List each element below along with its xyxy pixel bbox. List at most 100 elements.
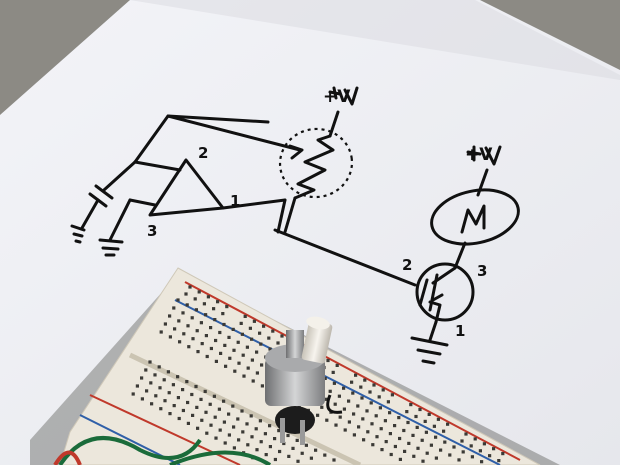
breadboard-hole <box>461 450 465 454</box>
breadboard-hole <box>232 425 236 429</box>
breadboard-hole <box>354 373 358 377</box>
fet-drain <box>431 266 457 285</box>
breadboard-hole <box>245 422 249 426</box>
breadboard-hole <box>414 414 418 419</box>
breadboard-hole <box>216 300 220 304</box>
pot-top-lead <box>328 110 340 138</box>
breadboard-hole <box>245 345 249 349</box>
breadboard-hole <box>480 460 484 464</box>
breadboard-hole <box>342 407 346 411</box>
green-wire <box>58 436 202 465</box>
breadboard-hole <box>228 356 232 360</box>
breadboard-hole <box>208 402 212 406</box>
breadboard-hole <box>223 441 227 445</box>
breadboard-hole <box>488 454 492 458</box>
breadboard-hole <box>457 458 461 462</box>
breadboard-hole <box>209 346 213 351</box>
breadboard-hole <box>254 427 258 431</box>
motor-circle <box>430 188 520 246</box>
breadboard-hole <box>209 326 213 330</box>
breadboard-hole <box>398 457 402 461</box>
breadboard-hole <box>363 378 367 382</box>
breadboard-hole <box>187 345 191 349</box>
breadboard-hole <box>263 432 267 436</box>
breadboard-hole <box>227 412 231 416</box>
breadboard-hole <box>171 383 175 387</box>
breadboard-hole <box>398 436 402 441</box>
breadboard-hole <box>412 454 416 458</box>
breadboard-hole <box>436 417 440 421</box>
breadboard-hole <box>219 351 223 355</box>
breadboard-hole <box>280 334 284 338</box>
breadboard-hole <box>181 408 185 413</box>
wire-motor-fet <box>453 241 467 270</box>
breadboard-hole <box>204 334 208 338</box>
breadboard-hole <box>328 389 332 393</box>
breadboard-hole <box>218 330 222 335</box>
breadboard-hole <box>255 371 259 375</box>
breadboard-hole <box>236 340 240 344</box>
breadboard-hole <box>206 295 210 299</box>
breadboard-hole <box>324 397 328 401</box>
ground-mid-1 <box>98 238 124 244</box>
breadboard-hole <box>282 441 286 446</box>
rail-blue-top <box>174 299 501 465</box>
wire-to-cap <box>102 160 137 192</box>
breadboard-hole <box>214 436 218 440</box>
breadboard-hole <box>251 379 255 383</box>
breadboard-hole <box>268 445 272 449</box>
breadboard-hole <box>214 338 218 343</box>
breadboard-hole <box>323 376 327 380</box>
breadboard-hole <box>271 329 275 333</box>
breadboard-hole <box>212 307 216 311</box>
breadboard-hole <box>255 448 259 452</box>
red-wire <box>53 450 82 465</box>
label-fet-pin3: 3 <box>477 262 487 280</box>
breadboard-hole <box>338 415 342 419</box>
breadboard-hole <box>181 311 185 315</box>
breadboard-hole <box>249 414 253 418</box>
ground-right-3 <box>421 359 436 365</box>
breadboard-hole <box>237 361 241 365</box>
breadboard-hole <box>443 440 447 444</box>
breadboard-hole <box>221 312 225 316</box>
breadboard-hole <box>177 416 181 421</box>
wire-input-plus <box>128 198 157 207</box>
breadboard-hole <box>241 430 245 434</box>
breadboard-hole <box>197 290 201 294</box>
breadboard-hole <box>178 340 182 344</box>
breadboard-hole <box>255 350 259 354</box>
breadboard-hole <box>316 413 320 417</box>
breadboard-hole <box>409 403 413 407</box>
breadboard-hole <box>381 388 385 392</box>
breadboard-hole <box>420 438 424 442</box>
breadboard-hole <box>287 454 291 458</box>
breadboard-hole <box>332 381 336 385</box>
ground-left-3 <box>74 239 82 244</box>
breadboard-hole <box>222 399 226 403</box>
breadboard-hole <box>148 360 152 364</box>
breadboard-hole <box>157 365 161 369</box>
breadboard-hole <box>432 424 436 428</box>
breadboard-hole <box>390 393 394 397</box>
breadboard-hole <box>227 335 231 339</box>
ground-right-2 <box>416 348 442 356</box>
breadboard-hole <box>460 439 464 443</box>
breadboard-hole <box>273 457 277 462</box>
label-supply-right: +V <box>465 145 493 165</box>
breadboard-hole <box>497 459 501 463</box>
breadboard-hole <box>231 327 235 331</box>
cap-plate-1 <box>94 184 114 200</box>
breadboard-hole <box>278 449 282 454</box>
wire-to-gate <box>273 228 417 287</box>
breadboard-hole <box>334 423 338 427</box>
ground-left-1 <box>70 224 86 232</box>
breadboard-hole <box>237 438 241 442</box>
schematic-drawing <box>70 86 520 365</box>
breadboard-hole <box>172 404 176 408</box>
label-fet-pin1: 1 <box>455 322 465 340</box>
pot-pin-2 <box>300 420 305 445</box>
breadboard-hole <box>199 397 203 401</box>
